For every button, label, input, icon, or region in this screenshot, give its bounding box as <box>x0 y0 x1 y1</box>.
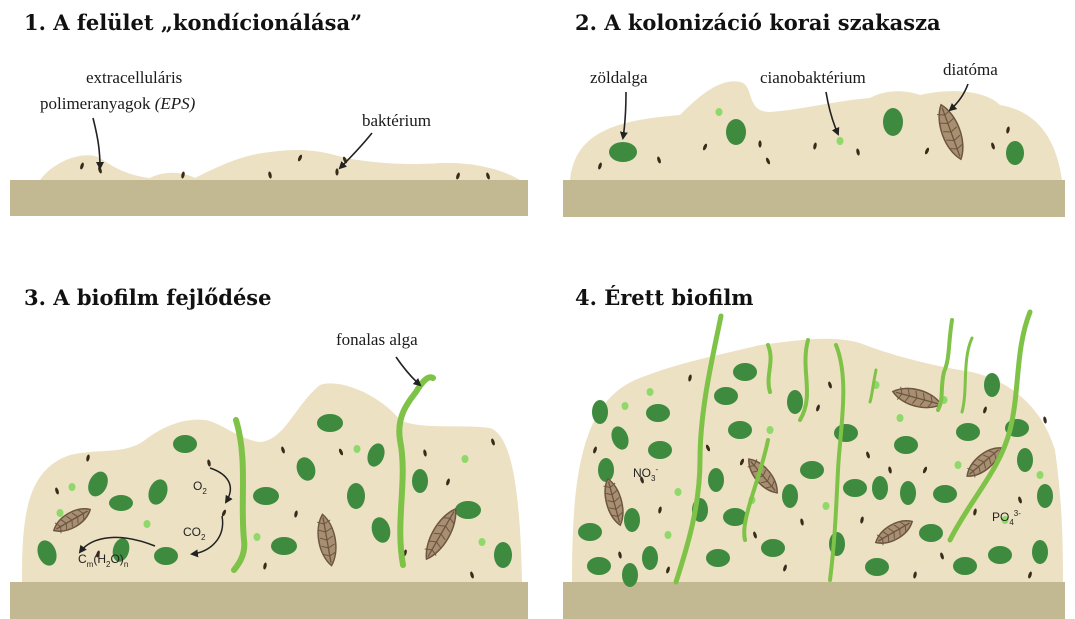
green-alga <box>109 495 133 511</box>
green-alga <box>714 387 738 405</box>
cyanobacterium <box>837 137 844 145</box>
green-alga <box>894 436 918 454</box>
bacterium-cell <box>335 168 338 175</box>
green-alga <box>843 479 867 497</box>
label-eps-line1: extracelluláris <box>86 68 182 87</box>
bacterium <box>1043 416 1048 424</box>
substrate <box>10 180 528 216</box>
biofilm-matrix <box>570 81 1062 180</box>
green-alga <box>646 404 670 422</box>
cyanobacterium <box>354 445 361 453</box>
substrate <box>563 180 1065 217</box>
green-alga <box>956 423 980 441</box>
green-alga <box>1037 484 1053 508</box>
label-eps-line2: polimeranyagok (EPS) <box>40 94 196 113</box>
green-alga <box>642 546 658 570</box>
filamentous-alga <box>768 345 771 392</box>
green-alga <box>872 476 888 500</box>
green-alga <box>609 142 637 162</box>
cyanobacterium <box>462 455 469 463</box>
green-alga <box>587 557 611 575</box>
panel-4-scene: NO3- PO43- <box>563 312 1065 619</box>
substrate <box>10 582 528 619</box>
green-alga <box>708 468 724 492</box>
cyanobacterium <box>254 533 261 541</box>
label-cyanobacterium: cianobaktérium <box>760 68 866 87</box>
green-alga <box>933 485 957 503</box>
substrate <box>563 582 1065 619</box>
green-alga <box>154 547 178 565</box>
green-alga <box>412 469 428 493</box>
green-alga <box>317 414 343 432</box>
cyanobacterium <box>647 388 654 396</box>
green-alga <box>800 461 824 479</box>
cyanobacterium <box>57 509 64 517</box>
green-alga <box>1032 540 1048 564</box>
arrow-filamentous-alga <box>396 357 420 385</box>
green-alga <box>953 557 977 575</box>
green-alga <box>865 558 889 576</box>
green-alga <box>1006 141 1024 165</box>
cyanobacterium <box>479 538 486 546</box>
eps-matrix <box>40 150 520 180</box>
green-alga <box>455 501 481 519</box>
label-eps-abbr: (EPS) <box>155 94 196 113</box>
green-alga <box>733 363 757 381</box>
green-alga <box>726 119 746 145</box>
green-alga <box>984 373 1000 397</box>
cyanobacterium <box>897 414 904 422</box>
green-alga <box>598 458 614 482</box>
cyanobacterium <box>767 426 774 434</box>
green-alga <box>728 421 752 439</box>
green-alga <box>592 400 608 424</box>
green-alga <box>761 539 785 557</box>
green-alga <box>900 481 916 505</box>
green-alga <box>624 508 640 532</box>
bacterium-cell <box>1043 416 1048 424</box>
cyanobacterium <box>955 461 962 469</box>
label-bacterium: baktérium <box>362 111 431 130</box>
cyanobacterium <box>1037 471 1044 479</box>
cyanobacterium <box>823 502 830 510</box>
green-alga <box>787 390 803 414</box>
green-alga <box>494 542 512 568</box>
bacterium <box>335 168 338 175</box>
cyanobacterium <box>622 402 629 410</box>
panel-1-scene: extracelluláris polimeranyagok (EPS) bak… <box>10 68 528 216</box>
panel-3-scene: fonalas alga O2 CO2 Cm(H2O)n <box>10 330 528 619</box>
label-eps-text: polimeranyagok <box>40 94 155 113</box>
label-diatom: diatóma <box>943 60 998 79</box>
green-alga <box>271 537 297 555</box>
green-alga <box>883 108 903 136</box>
bacterium-cell <box>758 140 761 147</box>
cyanobacterium <box>665 531 672 539</box>
green-alga <box>347 483 365 509</box>
label-green-alga: zöldalga <box>590 68 648 87</box>
green-alga <box>578 523 602 541</box>
green-alga <box>622 563 638 587</box>
green-alga <box>706 549 730 567</box>
label-filamentous-alga: fonalas alga <box>336 330 418 349</box>
green-alga <box>648 441 672 459</box>
green-alga <box>919 524 943 542</box>
green-alga <box>253 487 279 505</box>
green-alga <box>173 435 197 453</box>
green-alga <box>782 484 798 508</box>
bacterium <box>758 140 761 147</box>
green-alga <box>1017 448 1033 472</box>
cyanobacterium <box>69 483 76 491</box>
panel-2-scene: zöldalga cianobaktérium diatóma <box>563 60 1065 217</box>
green-alga <box>988 546 1012 564</box>
cyanobacterium <box>716 108 723 116</box>
cyanobacterium <box>144 520 151 528</box>
cyanobacterium <box>675 488 682 496</box>
green-alga <box>834 424 858 442</box>
